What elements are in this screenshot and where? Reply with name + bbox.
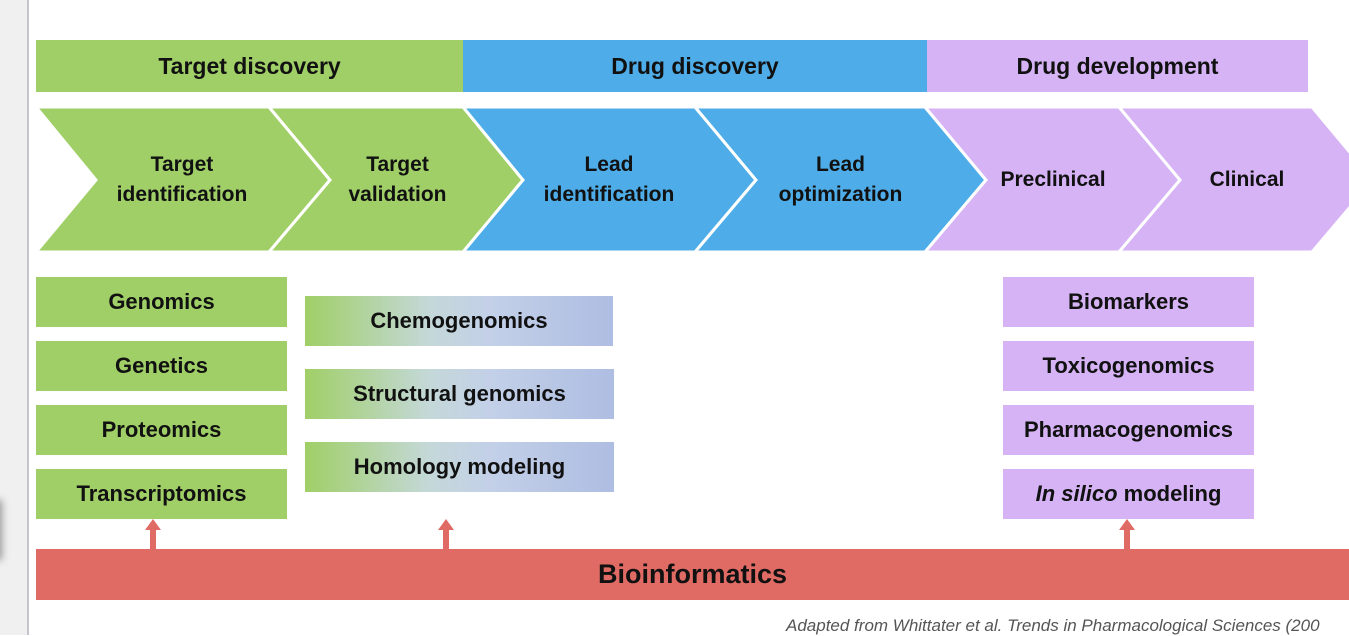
method-box: Genomics [36,277,287,327]
window-shadow [0,500,2,560]
step-label: Preclinical [1000,167,1106,191]
method-box: Biomarkers [1003,277,1254,327]
method-box-in-silico: In silico modeling [1003,469,1254,519]
left-gutter [0,0,29,635]
arrow-up-icon [438,519,454,550]
step-label: Lead identification [543,152,675,206]
step-label: Lead optimization [778,152,903,206]
method-box: Pharmacogenomics [1003,405,1254,455]
method-box: Genetics [36,341,287,391]
method-box: Transcriptomics [36,469,287,519]
method-box: Structural genomics [305,369,614,419]
in-silico-rest: modeling [1117,481,1222,506]
method-box: Chemogenomics [305,296,613,346]
method-box: Toxicogenomics [1003,341,1254,391]
step-label: Target identification [116,152,248,206]
phase-target-discovery: Target discovery [36,40,463,92]
phase-drug-development: Drug development [927,40,1308,92]
phase-drug-discovery: Drug discovery [463,40,927,92]
step-label: Clinical [1209,167,1285,191]
arrow-up-icon [145,519,161,550]
arrow-up-icon [1119,519,1135,550]
citation: Adapted from Whittater et al. Trends in … [786,616,1320,635]
method-box: Proteomics [36,405,287,455]
chevron-clinical [1115,105,1349,254]
method-box: Homology modeling [305,442,614,492]
in-silico-italic: In silico [1035,481,1118,506]
bioinformatics-bar: Bioinformatics [36,549,1349,600]
step-label: Target validation [348,152,447,206]
